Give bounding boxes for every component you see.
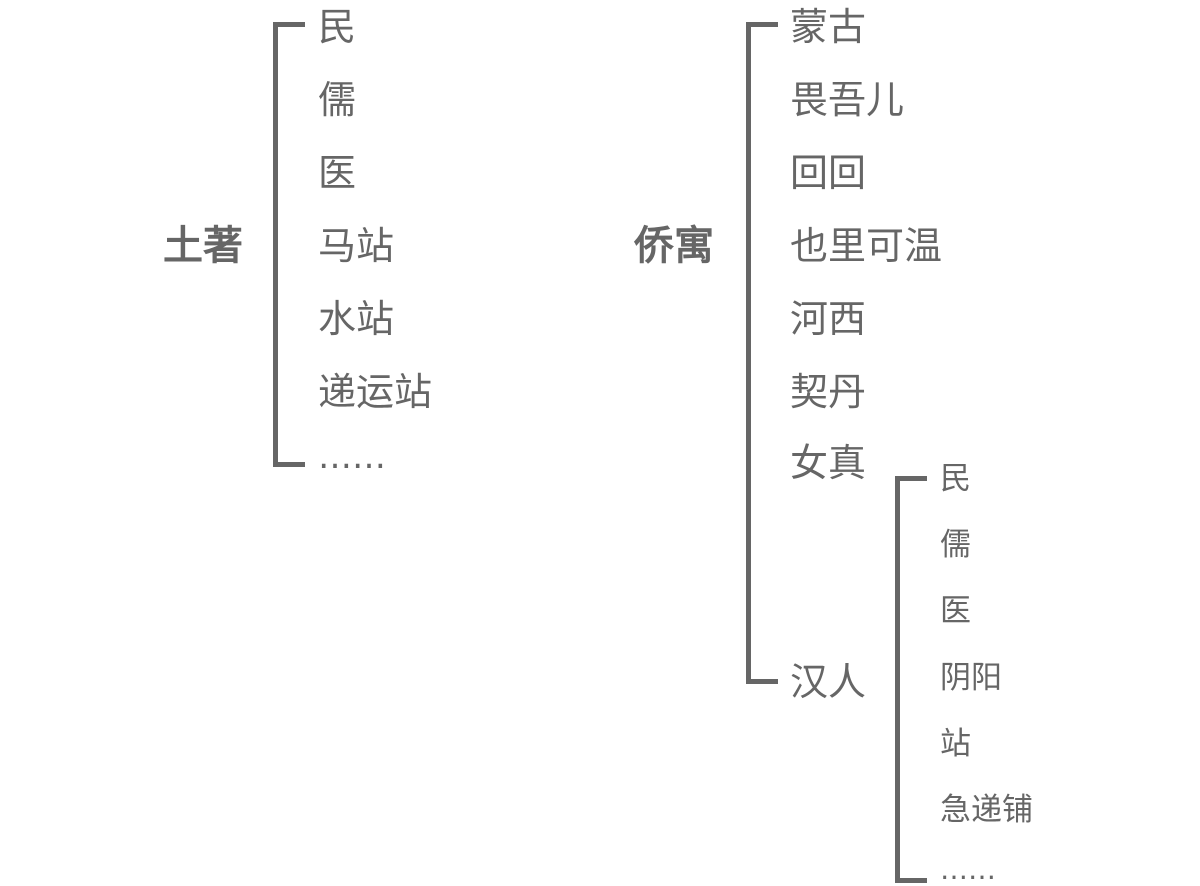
root-label-right: 侨寓	[634, 223, 714, 269]
sub-item-7: ……	[940, 853, 996, 886]
left-item-3: 医	[318, 151, 357, 195]
right-item-4: 也里可温	[790, 224, 943, 268]
left-item-6: 递运站	[318, 370, 433, 414]
sub-item-5: 站	[940, 726, 971, 762]
left-item-4: 马站	[318, 224, 395, 268]
sub-item-2: 儒	[940, 527, 971, 563]
bracket-left-top-tick	[273, 22, 305, 27]
bracket-left-spine	[273, 22, 278, 467]
sub-item-1: 民	[940, 461, 971, 497]
bracket-sub-top-tick	[895, 476, 927, 481]
left-item-1: 民	[318, 5, 357, 49]
left-item-7: ……	[318, 437, 386, 477]
bracket-right-bottom-tick	[746, 679, 778, 684]
sub-item-6: 急递铺	[940, 792, 1033, 828]
bracket-left-bottom-tick	[273, 462, 305, 467]
right-item-7: 女真	[790, 441, 867, 485]
bracket-sub-bottom-tick	[895, 878, 927, 883]
sub-item-3: 医	[940, 593, 971, 629]
sub-item-4: 阴阳	[940, 660, 1002, 696]
bracket-right-top-tick	[746, 22, 778, 27]
bracket-right-spine	[746, 22, 751, 684]
right-item-8: 汉人	[790, 660, 867, 704]
right-item-2: 畏吾儿	[790, 78, 905, 122]
right-item-3: 回回	[790, 151, 867, 195]
right-item-1: 蒙古	[790, 5, 867, 49]
root-label-left: 土著	[163, 223, 243, 269]
right-item-5: 河西	[790, 297, 867, 341]
right-item-6: 契丹	[790, 370, 867, 414]
left-item-5: 水站	[318, 297, 395, 341]
left-item-2: 儒	[318, 78, 357, 122]
bracket-sub-spine	[895, 476, 900, 883]
